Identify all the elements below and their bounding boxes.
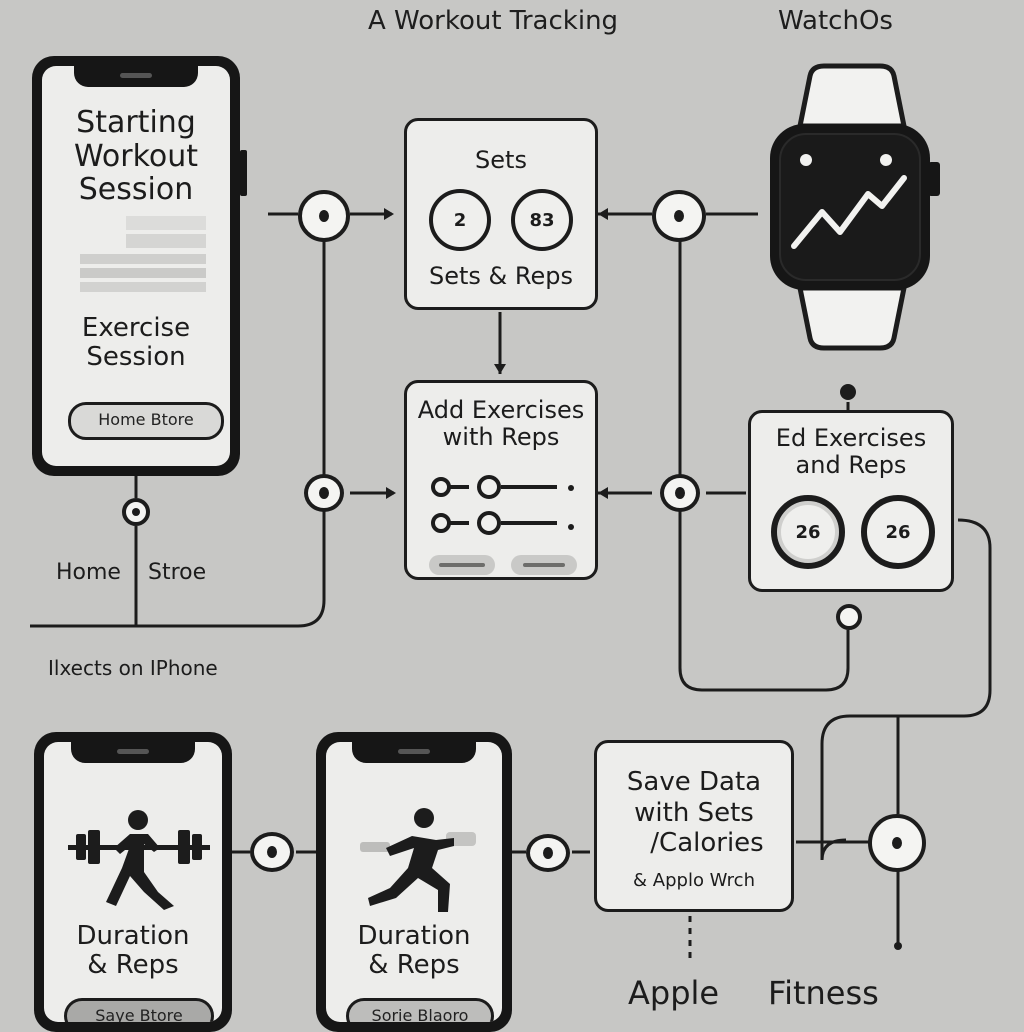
start-workout-title: Starting Workout Session: [42, 106, 230, 207]
connector-node-icon: [836, 604, 862, 630]
diagram-title: A Workout Tracking: [368, 6, 619, 36]
sets-card: Sets 2 83 Sets & Reps: [404, 118, 598, 310]
barbell-person-icon: [64, 802, 214, 922]
phone-notch: [74, 66, 198, 87]
connector-node-icon: [250, 832, 294, 872]
footer-apple: Apple: [628, 974, 720, 1012]
title-line: Duration: [76, 921, 190, 951]
phone-notch: [71, 742, 195, 763]
sets-ring: 2: [429, 189, 491, 251]
footer-fitness: Fitness: [768, 974, 879, 1012]
add-exercises-title: Add Exercises with Reps: [407, 397, 595, 451]
action-pill-left[interactable]: [429, 555, 495, 575]
phone-screen: Duration & Reps Sorie Blaoro: [326, 742, 502, 1022]
phone-side-button: [240, 150, 247, 196]
title-line: Session: [78, 172, 194, 208]
iphone-lunge: Duration & Reps Sorie Blaoro: [316, 732, 512, 1032]
title-line: and Reps: [795, 450, 907, 479]
add-exercises-card: Add Exercises with Reps: [404, 380, 598, 580]
phone-notch: [352, 742, 476, 763]
platform-label: WatchOs: [778, 6, 893, 36]
title-line: Duration: [357, 921, 471, 951]
save-data-title: Save Data with Sets /Calories: [597, 767, 791, 859]
connector-node-icon: [652, 190, 706, 242]
title-line: /Calories: [650, 828, 764, 859]
connector-node-icon: [304, 474, 344, 512]
connector-node-icon: [660, 474, 700, 512]
connector-node-icon: [298, 190, 350, 242]
title-line: Starting: [76, 105, 196, 140]
watch-ring-left: 26: [771, 495, 845, 569]
apple-watch-icon: [764, 62, 944, 352]
home-store-button[interactable]: Home Btore: [68, 402, 224, 440]
sets-reps-caption: Sets & Reps: [429, 262, 573, 290]
subtitle-line: Session: [86, 342, 186, 373]
save-store-button[interactable]: Saye Btore: [64, 998, 214, 1022]
lunge-person-icon: [346, 802, 496, 922]
title-line: with Sets: [634, 797, 754, 828]
exercise-session-label: Exercise Session: [42, 313, 230, 373]
phone-screen: Starting Workout Session Exercise Sessio…: [42, 66, 230, 466]
progress-bars-graphic: [80, 216, 206, 296]
connector-node-icon: [868, 814, 926, 872]
subtitle-line: Exercise: [81, 313, 191, 343]
title-line: Workout: [73, 138, 199, 174]
save-data-card: Save Data with Sets /Calories & Applo Wr…: [594, 740, 794, 912]
title-line: Ed Exercises: [775, 424, 927, 452]
iphone-start-workout: Starting Workout Session Exercise Sessio…: [32, 56, 240, 476]
watch-ring-right: 26: [861, 495, 935, 569]
connector-node-icon: [526, 834, 570, 872]
home-label: Home: [56, 560, 121, 585]
duration-reps-title: Duration & Reps: [44, 921, 222, 981]
title-line: with Reps: [442, 422, 560, 451]
title-line: Save Data: [626, 767, 762, 797]
edit-exercises-card: Ed Exercises and Reps 26 26: [748, 410, 954, 592]
connector-node-icon: [122, 498, 150, 526]
iphone-footnote: Ilxects on IPhone: [48, 656, 218, 680]
apple-watch-note: & Applo Wrch: [633, 870, 755, 891]
sets-card-title: Sets: [475, 146, 527, 174]
iphone-barbell: Duration & Reps Saye Btore: [34, 732, 232, 1032]
title-line: & Reps: [87, 950, 179, 981]
slider-icon[interactable]: [429, 511, 579, 535]
action-pill-right[interactable]: [511, 555, 577, 575]
edit-exercises-title: Ed Exercises and Reps: [751, 425, 951, 479]
phone-screen: Duration & Reps Saye Btore: [44, 742, 222, 1022]
title-line: & Reps: [368, 950, 460, 981]
reps-ring: 83: [511, 189, 573, 251]
trend-line-icon: [791, 175, 907, 249]
duration-reps-title: Duration & Reps: [326, 921, 502, 981]
store-label: Stroe: [148, 560, 207, 585]
store-button[interactable]: Sorie Blaoro: [346, 998, 494, 1022]
title-line: Add Exercises: [417, 396, 585, 424]
slider-icon[interactable]: [429, 475, 579, 499]
